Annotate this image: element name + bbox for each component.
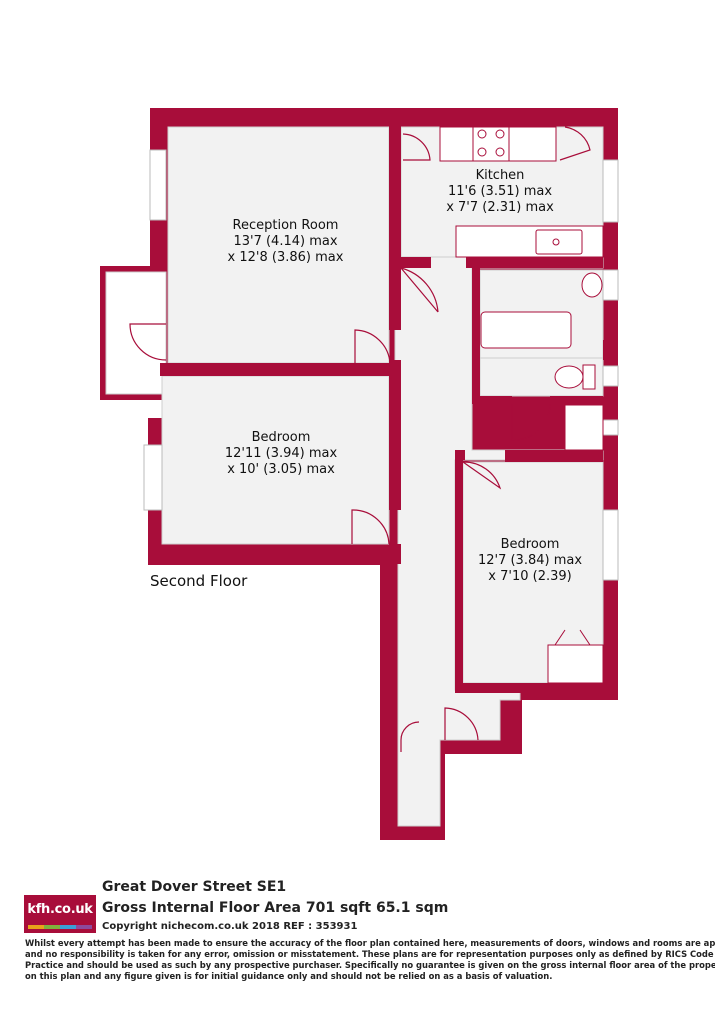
toilet [554,365,584,389]
hob-ring [495,147,505,157]
room-size: 11'6 (3.51) max [447,184,553,199]
room-name: Bedroom [500,537,560,552]
cupboard [564,404,604,451]
window [602,159,619,223]
door [559,126,591,161]
room-name: Reception Room [232,218,339,233]
window [143,444,163,511]
logo-stripes [28,925,92,929]
disclaimer-line: Practice and should be used as such by a… [25,960,715,970]
sink-drain [552,238,560,246]
cistern [582,364,596,390]
room-label-reception: Reception Room 13'7 (4.14) max x 12'8 (3… [198,218,373,266]
door [129,323,167,361]
kfh-logo: kfh.co.uk [24,895,96,933]
room-size: 13'7 (4.14) max [233,234,338,249]
logo-stripe [76,925,92,929]
door [354,329,391,364]
floor-plan [100,108,619,840]
balcony [105,271,167,395]
wardrobe-doors [554,629,591,646]
room-name: Kitchen [475,168,525,183]
window [149,149,167,221]
logo-stripe [60,925,76,929]
door [351,509,390,545]
door [444,707,479,741]
disclaimer-line: Whilst every attempt has been made to en… [25,938,715,948]
hob-ring [477,147,487,157]
window [602,509,619,581]
window [602,365,619,387]
copyright: Copyright nichecom.co.uk 2018 REF : 3539… [102,921,358,932]
room-size: x 10' (3.05) max [227,462,335,477]
disclaimer-line: on this plan and any figure given is for… [25,971,553,981]
floor-label: Second Floor [150,572,248,590]
room-size: 12'7 (3.84) max [477,553,583,568]
doors [129,126,591,752]
floor-area: Gross Internal Floor Area 701 sqft 65.1 … [102,900,449,916]
property-address: Great Dover Street SE1 [102,879,287,895]
reception-floor [167,126,390,364]
door [462,461,502,490]
room-label-kitchen: Kitchen 11'6 (3.51) max x 7'7 (2.31) max [420,168,580,216]
room-label-bedroom-right: Bedroom 12'7 (3.84) max x 7'10 (2.39) [460,537,600,585]
fixtures [439,126,604,684]
room-size: 12'11 (3.94) max [224,446,338,461]
room-label-bedroom-left: Bedroom 12'11 (3.94) max x 10' (3.05) ma… [196,430,366,478]
bath [480,311,572,349]
bedroom-floor-left [161,375,390,545]
windows [143,149,619,581]
logo-stripe [44,925,60,929]
hob-ring [495,129,505,139]
basin [581,272,603,298]
internal-walls [160,120,615,693]
logo-text: kfh.co.uk [27,902,93,917]
door [511,403,551,441]
room-size: x 7'7 (2.31) max [446,200,554,215]
disclaimer: Whilst every attempt has been made to en… [25,938,715,982]
door [402,133,431,161]
hob-ring [477,129,487,139]
room-size: x 7'10 (2.39) [488,569,572,584]
window [602,269,619,301]
logo-stripe [28,925,44,929]
room-size: x 12'8 (3.86) max [227,250,344,265]
door [400,721,420,752]
window [602,419,619,436]
door [400,267,439,313]
wardrobe [547,644,604,684]
room-name: Bedroom [251,430,311,445]
disclaimer-line: and no responsibility is taken for any e… [25,949,715,959]
